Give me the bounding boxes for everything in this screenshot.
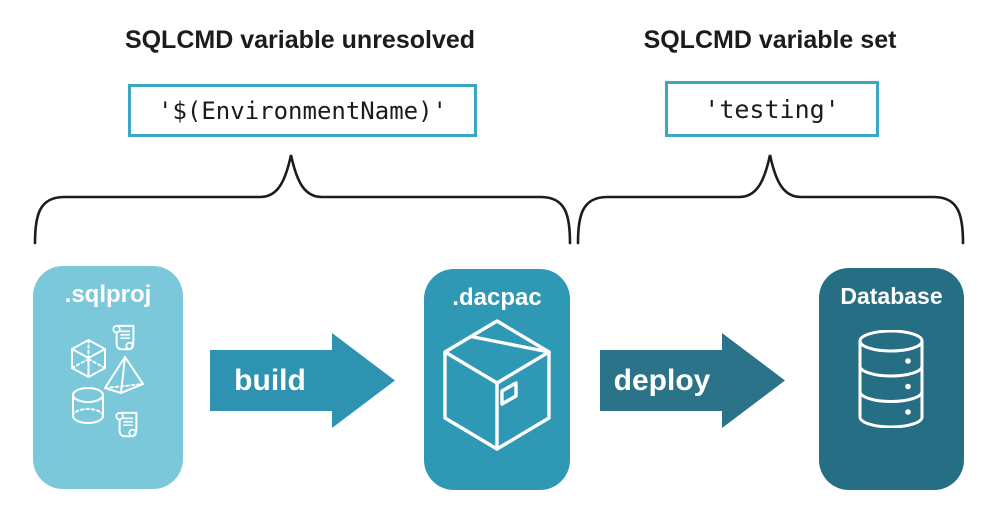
left-annotation-title: SQLCMD variable unresolved: [124, 26, 476, 54]
left-brace: [33, 154, 572, 245]
cylinder-icon: [72, 387, 104, 424]
database-card-label: Database: [840, 283, 943, 309]
unresolved-variable-code: '$(EnvironmentName)': [158, 96, 447, 125]
unresolved-variable-codebox: '$(EnvironmentName)': [128, 84, 477, 137]
deploy-arrow-label: deploy: [613, 363, 711, 397]
sql-project-objects-icons: [71, 324, 144, 438]
sqlproj-card-label: .sqlproj: [64, 281, 152, 308]
pyramid-icon: [104, 356, 144, 394]
right-annotation-title: SQLCMD variable set: [643, 26, 897, 54]
database-card: Database: [819, 268, 964, 490]
build-arrow-label: build: [234, 363, 306, 397]
right-brace: [576, 154, 965, 245]
cube-icon: [71, 339, 106, 378]
package-icon: [443, 319, 551, 451]
database-icon: [858, 330, 924, 428]
script-icon: [115, 411, 138, 438]
set-variable-codebox: 'testing': [665, 81, 879, 137]
deploy-arrow: [600, 333, 785, 428]
build-arrow: [210, 333, 395, 428]
script-icon: [112, 324, 135, 351]
dacpac-card-label: .dacpac: [452, 284, 542, 311]
set-variable-code: 'testing': [704, 94, 840, 124]
sqlproj-card: .sqlproj: [33, 266, 183, 489]
dacpac-card: .dacpac: [424, 269, 570, 490]
